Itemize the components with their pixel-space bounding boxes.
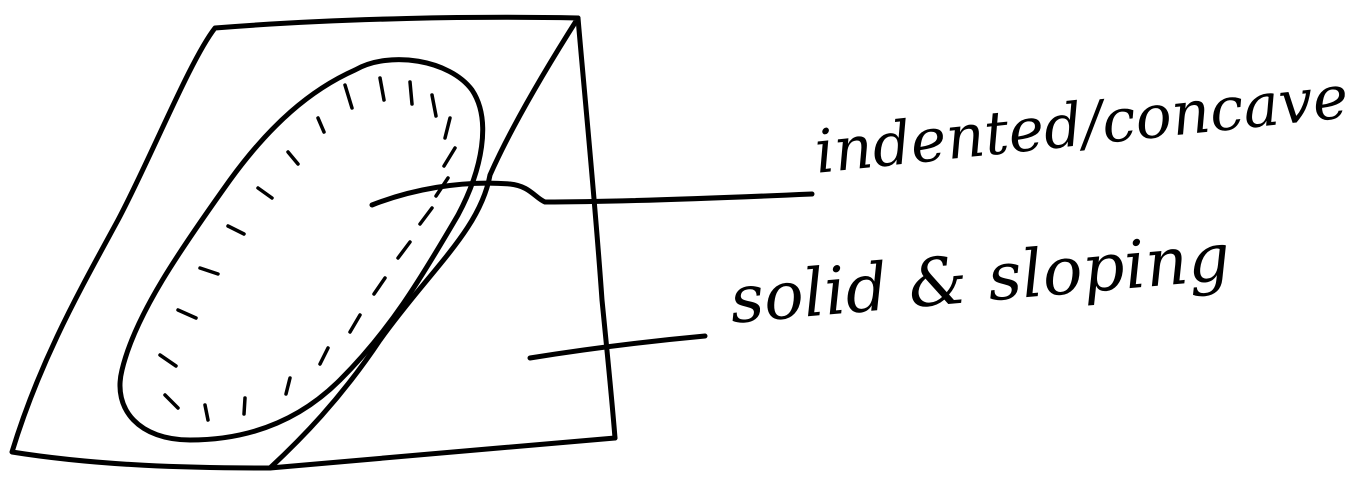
slab-outline (12, 17, 578, 468)
concave-oval (120, 60, 483, 440)
solid-leader-line (530, 336, 705, 358)
slab-right-edge (578, 18, 615, 438)
concave-hatching (160, 78, 455, 420)
slab-bottom-edge (270, 438, 615, 468)
